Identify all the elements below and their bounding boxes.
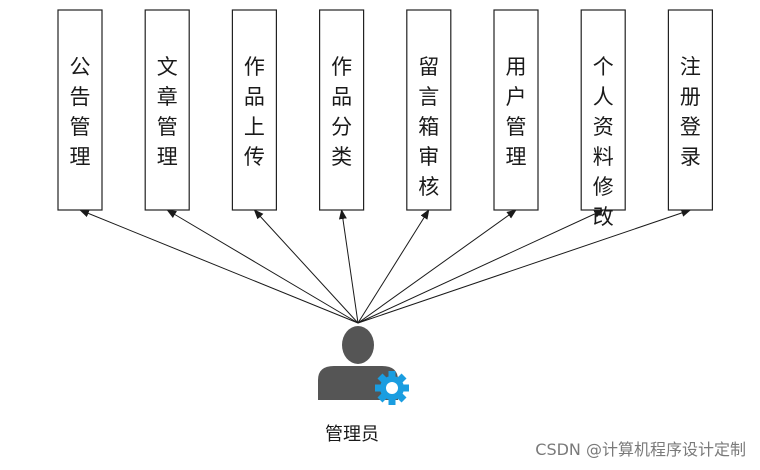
association-arrow: [357, 209, 692, 324]
module-box-frame: [667, 9, 714, 211]
arrows-layer: [79, 209, 692, 324]
module-label: 留言箱审核: [418, 55, 439, 199]
watermark: CSDN @计算机程序设计定制: [535, 440, 746, 459]
module-box: 用户管理: [493, 9, 539, 211]
module-box: 作品上传: [231, 9, 277, 211]
module-box: 留言箱审核: [406, 9, 452, 211]
association-arrow: [166, 209, 359, 324]
module-label: 文章管理: [157, 55, 178, 169]
module-label: 作品上传: [244, 55, 265, 169]
association-arrow: [79, 209, 359, 324]
module-label: 作品分类: [331, 55, 352, 169]
association-arrow: [253, 209, 359, 324]
association-arrow: [357, 209, 605, 324]
module-box: 注册登录: [667, 9, 714, 211]
module-box: 文章管理: [144, 9, 190, 211]
admin-actor: 管理员: [318, 326, 409, 445]
module-label: 公告管理: [70, 55, 91, 169]
module-box: 作品分类: [319, 9, 365, 211]
module-box-frame: [580, 9, 626, 211]
modules-layer: 公告管理 文章管理 作品上传 作品分类 留言箱审核 用户管理 个人资料修改 注册登录: [57, 9, 714, 229]
module-box-frame: [144, 9, 190, 211]
module-label: 个人资料修改: [593, 55, 614, 229]
module-box: 公告管理: [57, 9, 103, 211]
module-box-frame: [57, 9, 103, 211]
module-box-frame: [406, 9, 452, 211]
association-arrow: [357, 209, 517, 324]
module-label: 用户管理: [506, 55, 527, 169]
module-box-frame: [231, 9, 277, 211]
admin-label: 管理员: [325, 424, 379, 445]
association-arrow: [338, 209, 359, 324]
gear-icon: [375, 371, 409, 405]
association-arrow: [357, 209, 430, 324]
module-box: 个人资料修改: [580, 9, 626, 229]
module-label: 注册登录: [680, 55, 701, 169]
module-box-frame: [319, 9, 365, 211]
module-box-frame: [493, 9, 539, 211]
